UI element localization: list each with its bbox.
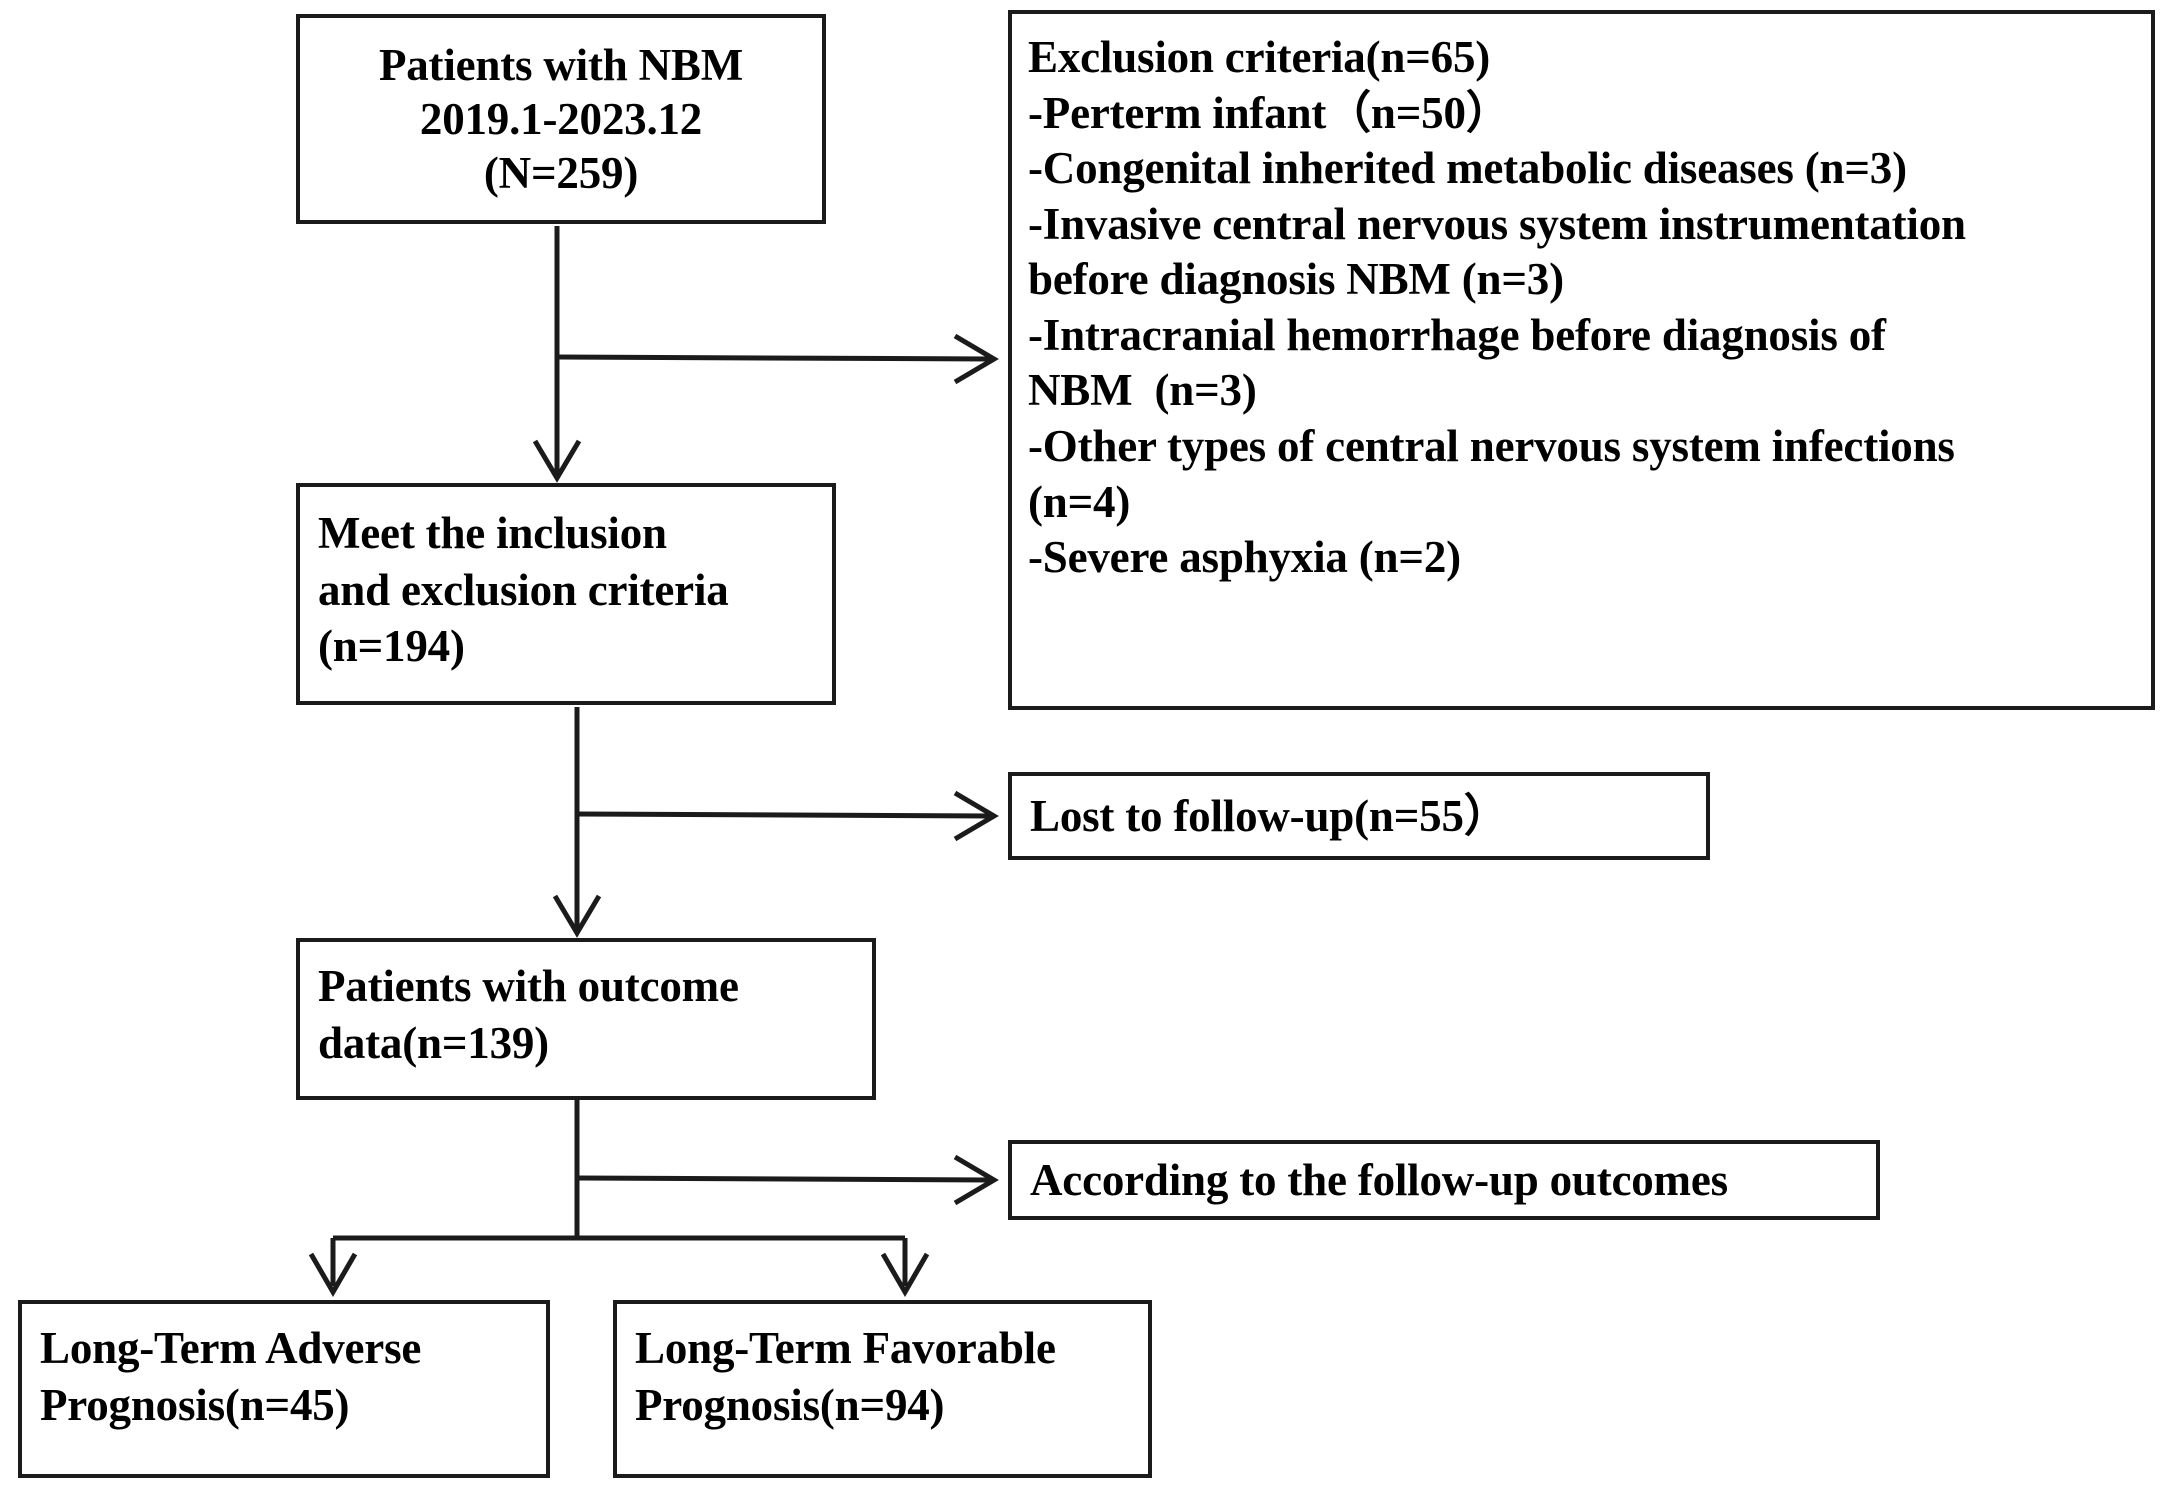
node-meet-inclusion-exclusion-criteria[interactable]: Meet the inclusion and exclusion criteri… [296,483,836,705]
node-line: NBM (n=3) [1028,365,1257,416]
node-line: -Congenital inherited metabolic diseases… [1028,143,1907,194]
node-line: Prognosis(n=45) [40,1379,350,1430]
node-line: (n=194) [318,621,465,672]
node-line: Lost to follow-up(n=55） [1030,791,1509,841]
node-line: Exclusion criteria(n=65) [1028,32,1491,82]
node-line: Long-Term Adverse [40,1323,422,1373]
node-long-term-adverse-prognosis[interactable]: Long-Term Adverse Prognosis(n=45) [18,1300,550,1478]
edge-source-to-exclusion [556,333,999,385]
node-long-term-favorable-prognosis[interactable]: Long-Term Favorable Prognosis(n=94) [613,1300,1152,1478]
node-line: before diagnosis NBM (n=3) [1028,254,1564,305]
node-line: -Invasive central nervous system instrum… [1028,198,1966,249]
node-line: data(n=139) [318,1017,549,1068]
node-according-to-follow-up-outcomes[interactable]: According to the follow-up outcomes [1008,1140,1880,1220]
node-patients-with-nbm[interactable]: Patients with NBM 2019.1-2023.12 (N=259) [296,14,826,224]
node-line: and exclusion criteria [318,564,729,615]
node-line: -Severe asphyxia (n=2) [1028,532,1461,583]
node-patients-with-outcome-data[interactable]: Patients with outcome data(n=139) [296,938,876,1100]
node-line: -Intracranial hemorrhage before diagnosi… [1028,309,1886,360]
node-lost-to-follow-up[interactable]: Lost to follow-up(n=55） [1008,772,1710,860]
edge-outcome-split [308,1100,930,1297]
edge-eligible-to-outcome [552,707,602,938]
node-line: Prognosis(n=94) [635,1379,945,1430]
node-line: Patients with NBM [378,40,744,90]
node-line: (n=4) [1028,476,1131,527]
node-line: -Perterm infant（n=50） [1028,87,1511,138]
edge-source-to-eligible [532,226,582,483]
node-line: 2019.1-2023.12 [419,94,703,144]
node-line: (N=259) [483,148,639,198]
node-line: Patients with outcome [318,961,739,1011]
edge-eligible-to-lost [576,790,999,842]
node-line: Long-Term Favorable [635,1323,1056,1373]
node-exclusion-criteria[interactable]: Exclusion criteria(n=65) -Perterm infant… [1008,10,2155,710]
node-line: Meet the inclusion [318,508,667,558]
node-line: -Other types of central nervous system i… [1028,420,1955,471]
edge-outcome-to-according [576,1154,999,1206]
node-line: According to the follow-up outcomes [1030,1155,1728,1205]
